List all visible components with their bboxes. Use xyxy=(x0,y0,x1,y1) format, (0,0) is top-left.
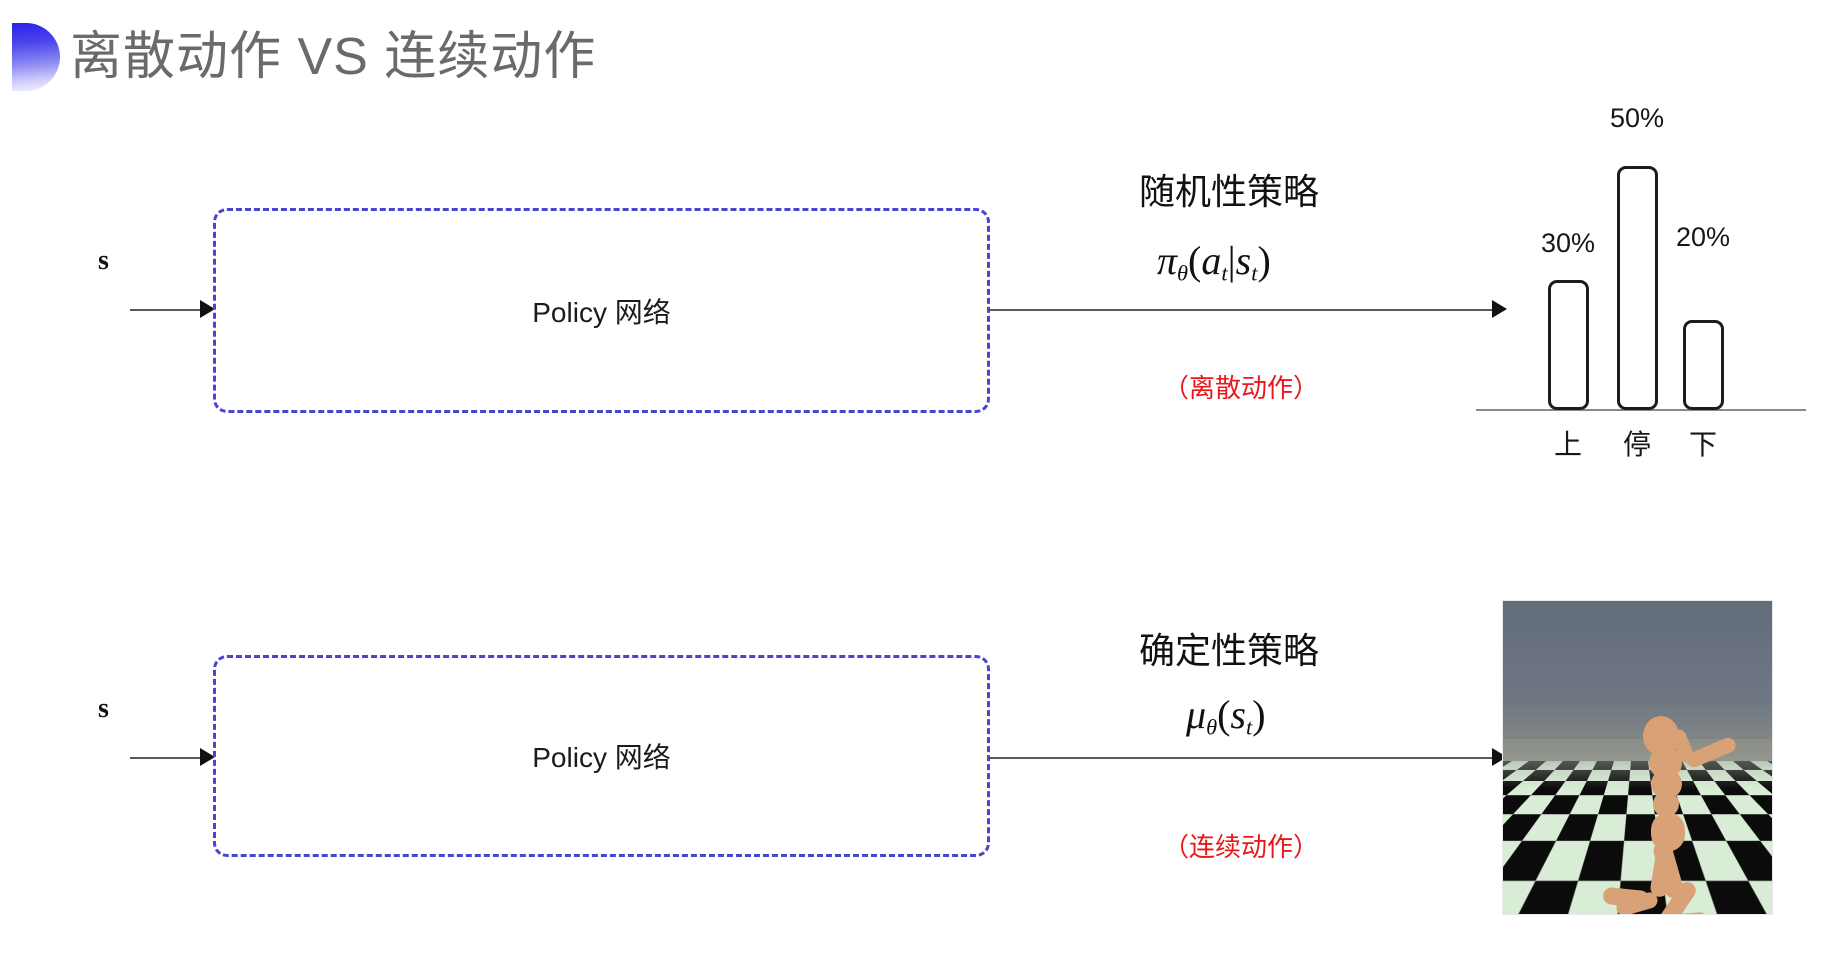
bar-category-down: 下 xyxy=(1688,429,1717,460)
output-arrow-line-discrete xyxy=(990,309,1498,311)
state-input-label-discrete: s xyxy=(98,245,109,276)
humanoid-simulation-image xyxy=(1502,600,1773,915)
formula-s: s xyxy=(1235,238,1252,283)
bar-value-stop: 50% xyxy=(1609,103,1665,133)
formula-a: a xyxy=(1201,238,1222,283)
chart-baseline-axis xyxy=(1476,409,1806,411)
sim-sky xyxy=(1503,601,1772,761)
formula-theta: θ xyxy=(1177,260,1189,286)
formula-open-paren-2: ( xyxy=(1217,692,1231,737)
input-arrow-head-discrete xyxy=(200,300,215,318)
formula-theta-2: θ xyxy=(1206,714,1218,740)
output-arrow-line-continuous xyxy=(990,757,1498,759)
bar-value-up: 30% xyxy=(1540,228,1596,258)
continuous-action-note: （连续动作） xyxy=(1163,832,1320,862)
stochastic-policy-title: 随机性策略 xyxy=(1139,171,1320,212)
page-title: 离散动作 VS 连续动作 xyxy=(70,28,597,86)
bar-category-stop: 停 xyxy=(1622,429,1651,460)
deterministic-policy-formula: μθ(st) xyxy=(1186,691,1266,740)
discrete-action-note: （离散动作） xyxy=(1163,373,1320,403)
bar-down xyxy=(1683,320,1724,410)
formula-close-paren: ) xyxy=(1257,238,1271,283)
policy-network-box-discrete[interactable]: Policy 网络 xyxy=(213,208,990,413)
input-arrow-line-continuous xyxy=(130,757,208,759)
policy-network-box-continuous[interactable]: Policy 网络 xyxy=(213,655,990,857)
formula-s-sub: t xyxy=(1251,260,1258,286)
policy-network-label-discrete: Policy 网络 xyxy=(532,296,671,328)
policy-network-label-continuous: Policy 网络 xyxy=(532,742,671,773)
state-input-label-continuous: s xyxy=(98,693,109,724)
output-arrow-head-discrete xyxy=(1492,300,1507,318)
deterministic-policy-title: 确定性策略 xyxy=(1139,630,1320,671)
formula-a-sub: t xyxy=(1221,260,1228,286)
bar-value-down: 20% xyxy=(1675,222,1731,252)
formula-close-paren-2: ) xyxy=(1252,692,1266,737)
input-arrow-line-discrete xyxy=(130,309,208,311)
formula-mu: μ xyxy=(1186,692,1207,737)
formula-s-2: s xyxy=(1230,692,1246,737)
humanoid-torso-lower xyxy=(1653,791,1679,817)
formula-s-sub-2: t xyxy=(1245,714,1253,740)
formula-bar: | xyxy=(1227,238,1236,283)
bar-category-up: 上 xyxy=(1553,429,1582,460)
formula-open-paren: ( xyxy=(1188,238,1202,283)
bar-stop xyxy=(1617,166,1658,410)
input-arrow-head-continuous xyxy=(200,748,215,766)
formula-pi: π xyxy=(1157,238,1178,283)
title-decoration-icon xyxy=(12,23,60,91)
stochastic-policy-formula: πθ(at|st) xyxy=(1157,237,1271,286)
bar-up xyxy=(1548,280,1589,410)
